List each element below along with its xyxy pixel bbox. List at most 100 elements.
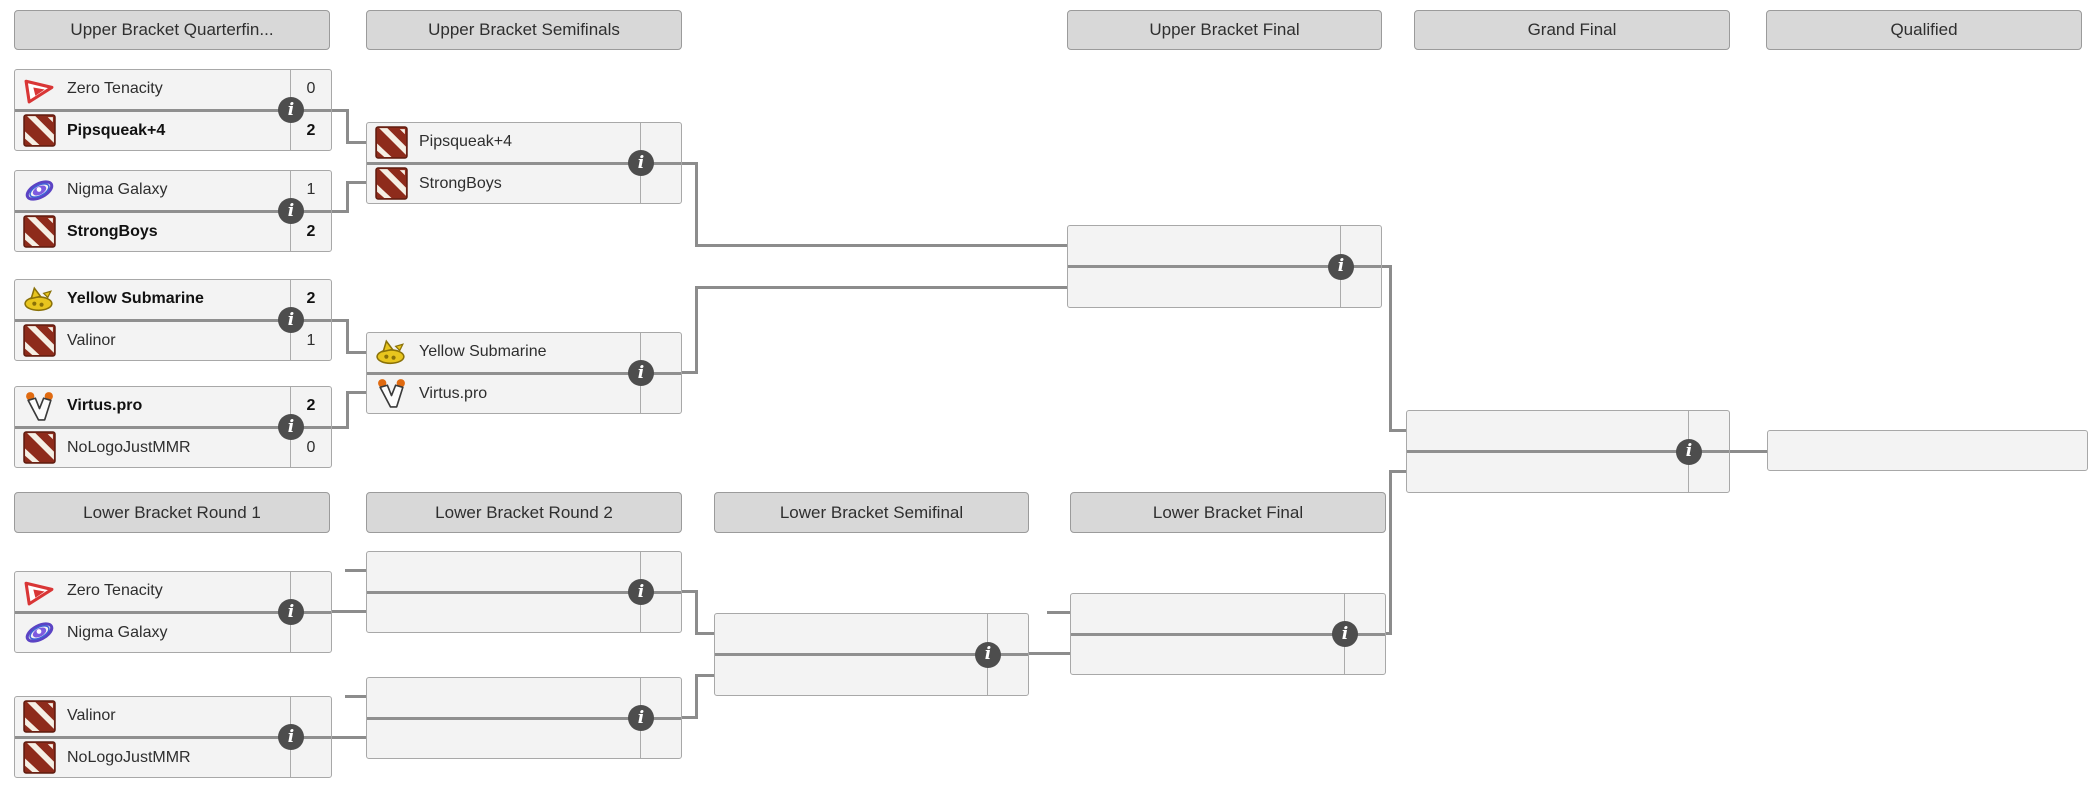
info-icon[interactable]: i xyxy=(1676,438,1702,465)
team-slot[interactable]: Yellow Submarine 2 xyxy=(15,280,331,319)
team-slot[interactable]: Nigma Galaxy xyxy=(15,613,331,652)
virtus-pro-logo xyxy=(23,390,56,423)
info-icon[interactable]: i xyxy=(1328,253,1354,280)
virtus-pro-logo xyxy=(375,377,408,410)
team-score: 2 xyxy=(290,111,331,150)
team-slot[interactable]: StrongBoys xyxy=(367,164,681,203)
match-divider xyxy=(367,716,681,720)
team-score xyxy=(1344,635,1385,674)
match-divider xyxy=(15,318,331,322)
team-slot[interactable]: StrongBoys 2 xyxy=(15,212,331,251)
team-name: Virtus.pro xyxy=(67,397,143,415)
team-score xyxy=(640,593,681,632)
team-slot-empty xyxy=(715,656,1028,695)
info-icon[interactable]: i xyxy=(278,724,304,750)
match-ub-semifinal-1: Pipsqueak+4 StrongBoys i xyxy=(366,122,682,204)
team-score: 2 xyxy=(290,387,331,426)
team-slot-empty xyxy=(1768,431,2087,470)
team-slot[interactable]: Valinor xyxy=(15,697,331,736)
bracket-connector xyxy=(1389,470,1406,473)
team-name: NoLogoJustMMR xyxy=(67,438,191,456)
nigma-galaxy-logo xyxy=(23,616,56,649)
bracket-connector xyxy=(681,371,697,374)
team-score xyxy=(640,374,681,413)
header-lower-bracket-round-2: Lower Bracket Round 2 xyxy=(366,492,682,533)
bracket-connector xyxy=(346,181,349,213)
team-slot[interactable]: Nigma Galaxy 1 xyxy=(15,171,331,210)
bracket-connector xyxy=(695,674,714,677)
bracket-connector xyxy=(346,391,349,429)
header-upper-bracket-final: Upper Bracket Final xyxy=(1067,10,1382,50)
bracket-connector xyxy=(331,426,348,429)
team-name: Nigma Galaxy xyxy=(67,181,168,199)
team-score: 1 xyxy=(290,321,331,360)
team-slot[interactable]: Virtus.pro 2 xyxy=(15,387,331,426)
team-name: Valinor xyxy=(67,331,116,349)
team-score xyxy=(640,164,681,203)
info-icon[interactable]: i xyxy=(278,307,304,333)
dota2-default-logo xyxy=(375,126,408,159)
bracket-connector xyxy=(331,319,348,322)
info-icon[interactable]: i xyxy=(628,360,654,386)
info-icon[interactable]: i xyxy=(975,641,1001,668)
yellow-submarine-logo xyxy=(375,336,408,369)
match-lb-round2-2: i xyxy=(366,677,682,759)
bracket-connector xyxy=(1389,265,1392,432)
team-slot-empty xyxy=(1407,453,1729,492)
team-score xyxy=(290,697,331,736)
match-lb-round1-2: Valinor NoLogoJustMMR i xyxy=(14,696,332,778)
bracket-connector xyxy=(695,590,698,635)
info-icon[interactable]: i xyxy=(278,599,304,625)
team-slot[interactable]: Virtus.pro xyxy=(367,374,681,413)
team-score xyxy=(640,719,681,758)
team-slot[interactable]: Valinor 1 xyxy=(15,321,331,360)
team-score xyxy=(987,614,1028,653)
team-slot-empty xyxy=(367,719,681,758)
info-icon[interactable]: i xyxy=(1332,621,1358,647)
bracket-connector xyxy=(331,210,348,213)
team-name: NoLogoJustMMR xyxy=(67,748,191,766)
header-upper-bracket-semifinals: Upper Bracket Semifinals xyxy=(366,10,682,50)
team-slot[interactable]: Pipsqueak+4 2 xyxy=(15,111,331,150)
match-lb-round1-1: Zero Tenacity Nigma Galaxy i xyxy=(14,571,332,653)
team-score xyxy=(1688,453,1729,492)
info-icon[interactable]: i xyxy=(628,705,654,731)
team-slot[interactable]: NoLogoJustMMR 0 xyxy=(15,428,331,467)
team-slot[interactable]: Zero Tenacity xyxy=(15,572,331,611)
zero-tenacity-logo xyxy=(23,73,56,106)
info-icon[interactable]: i xyxy=(628,150,654,176)
nigma-galaxy-logo xyxy=(23,174,56,207)
header-qualified: Qualified xyxy=(1766,10,2082,50)
team-score xyxy=(640,333,681,372)
match-divider xyxy=(1068,265,1381,268)
bracket-connector xyxy=(1389,429,1406,432)
team-slot-empty xyxy=(367,552,681,591)
loser-drop-stub xyxy=(1047,611,1070,614)
team-slot[interactable]: NoLogoJustMMR xyxy=(15,738,331,777)
team-score xyxy=(640,678,681,717)
info-icon[interactable]: i xyxy=(278,198,304,224)
match-divider xyxy=(15,108,331,112)
team-score xyxy=(290,613,331,652)
info-icon[interactable]: i xyxy=(278,414,304,440)
info-icon[interactable]: i xyxy=(628,579,654,605)
dota2-default-logo xyxy=(375,167,408,200)
match-ub-quarterfinal-3: Yellow Submarine 2 Valinor 1 i xyxy=(14,279,332,361)
match-ub-quarterfinal-1: Zero Tenacity 0 Pipsqueak+4 2 i xyxy=(14,69,332,151)
team-slot[interactable]: Pipsqueak+4 xyxy=(367,123,681,162)
team-score: 2 xyxy=(290,212,331,251)
team-score xyxy=(290,738,331,777)
team-name: Zero Tenacity xyxy=(67,582,163,600)
team-name: StrongBoys xyxy=(419,174,502,192)
team-slot[interactable]: Zero Tenacity 0 xyxy=(15,70,331,109)
info-icon[interactable]: i xyxy=(278,97,304,123)
match-lb-semifinal: i xyxy=(714,613,1029,696)
team-slot[interactable]: Yellow Submarine xyxy=(367,333,681,372)
match-divider xyxy=(1407,450,1729,453)
bracket-connector xyxy=(695,632,714,635)
match-grand-final: i xyxy=(1406,410,1730,493)
team-name: Pipsqueak+4 xyxy=(67,121,166,139)
dota2-default-logo xyxy=(23,114,56,147)
team-score: 2 xyxy=(290,280,331,319)
team-name: StrongBoys xyxy=(67,222,158,240)
